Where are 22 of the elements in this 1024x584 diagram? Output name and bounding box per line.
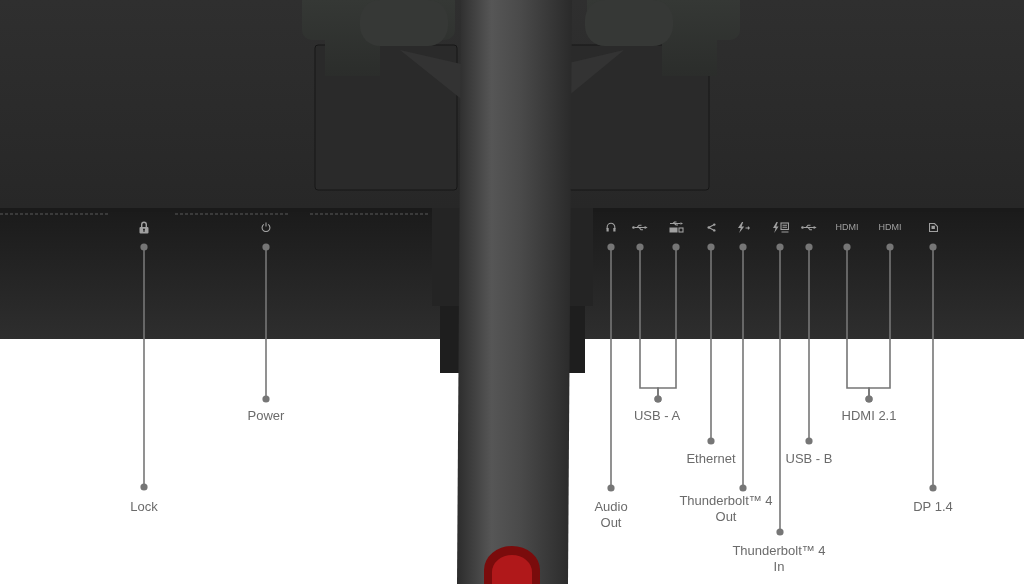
port-name-label: Thunderbolt™ 4 Out xyxy=(678,493,774,525)
leader-line xyxy=(262,243,270,403)
port-marking: HDMI xyxy=(878,221,902,233)
leader-line xyxy=(140,243,148,491)
port-name-label: HDMI 2.1 xyxy=(841,408,897,424)
port-name-label: Power xyxy=(247,408,285,424)
leader-line xyxy=(929,243,937,492)
leader-line xyxy=(805,243,813,445)
port-name-label: DP 1.4 xyxy=(913,499,953,515)
port-name-label: USB - A xyxy=(633,408,681,424)
leader-line xyxy=(607,243,615,492)
port-marking: HDMI xyxy=(835,221,859,233)
port-name-label: Lock xyxy=(130,499,158,515)
leader-line xyxy=(654,243,680,403)
port-name-label: Ethernet xyxy=(686,451,736,467)
leader-line xyxy=(707,243,715,445)
leader-line xyxy=(776,243,784,536)
leader-line xyxy=(739,243,747,492)
port-name-label: USB - B xyxy=(785,451,833,467)
leader-line xyxy=(865,243,894,403)
port-name-label: Audio Out xyxy=(593,499,629,531)
port-name-label: Thunderbolt™ 4 In xyxy=(731,543,827,575)
